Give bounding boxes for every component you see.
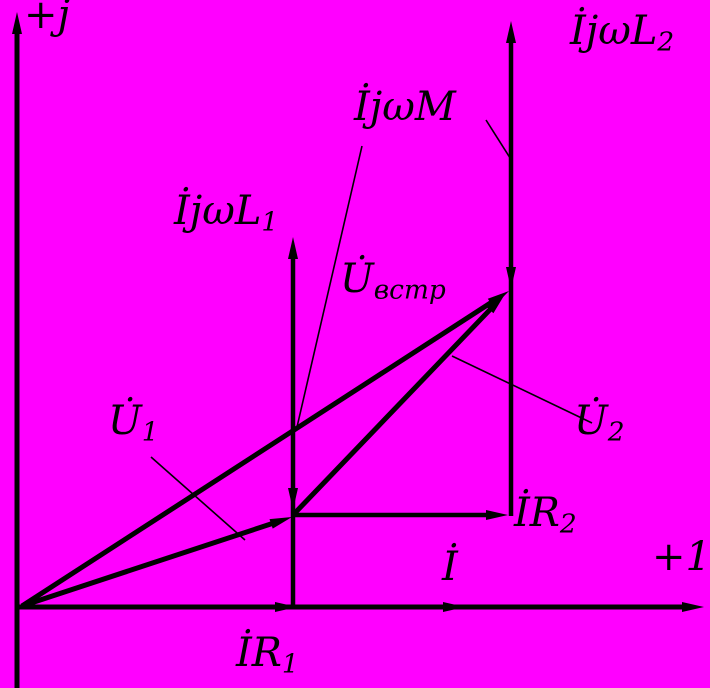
arrowhead-i <box>443 602 465 612</box>
label-i-jwl2: İjωL2 <box>570 8 675 58</box>
axis-1-label: +1 <box>652 534 710 580</box>
leader-u1 <box>150 456 246 541</box>
label-u1: U̇1 <box>108 398 159 448</box>
label-u-vstr: U̇встр <box>340 256 446 306</box>
label-i-jwl1: İjωL1 <box>174 188 279 238</box>
arrowhead-i-r1 <box>275 602 297 612</box>
vector-i-jwl2-arrowhead <box>506 21 516 43</box>
label-i-r1: İR1 <box>236 630 299 680</box>
vector-u2 <box>291 302 497 517</box>
vector-u-vstr-arrowhead <box>487 291 509 308</box>
arrowhead-i-jwm-1 <box>288 488 298 510</box>
leader-u2 <box>451 355 593 424</box>
label-i-jwm: İjωM <box>354 84 456 130</box>
label-i-r2: İR2 <box>514 490 577 540</box>
axis-j-label: +j <box>24 0 70 38</box>
leader-i-jwm-right <box>485 119 513 162</box>
leader-i-jwm-left <box>296 145 363 428</box>
arrowhead-i-jwm-2 <box>506 267 516 289</box>
label-u2: U̇2 <box>574 398 625 448</box>
vector-u1-arrowhead <box>269 517 292 529</box>
j-axis-arrowhead <box>12 12 22 34</box>
vector-u1 <box>21 519 280 609</box>
vector-i-r2-arrowhead <box>486 510 508 520</box>
label-i: İ <box>442 544 458 590</box>
vector-u-vstr <box>20 296 499 609</box>
vector-i-jwl1-arrowhead <box>288 237 298 259</box>
real-axis-arrowhead <box>682 602 704 612</box>
